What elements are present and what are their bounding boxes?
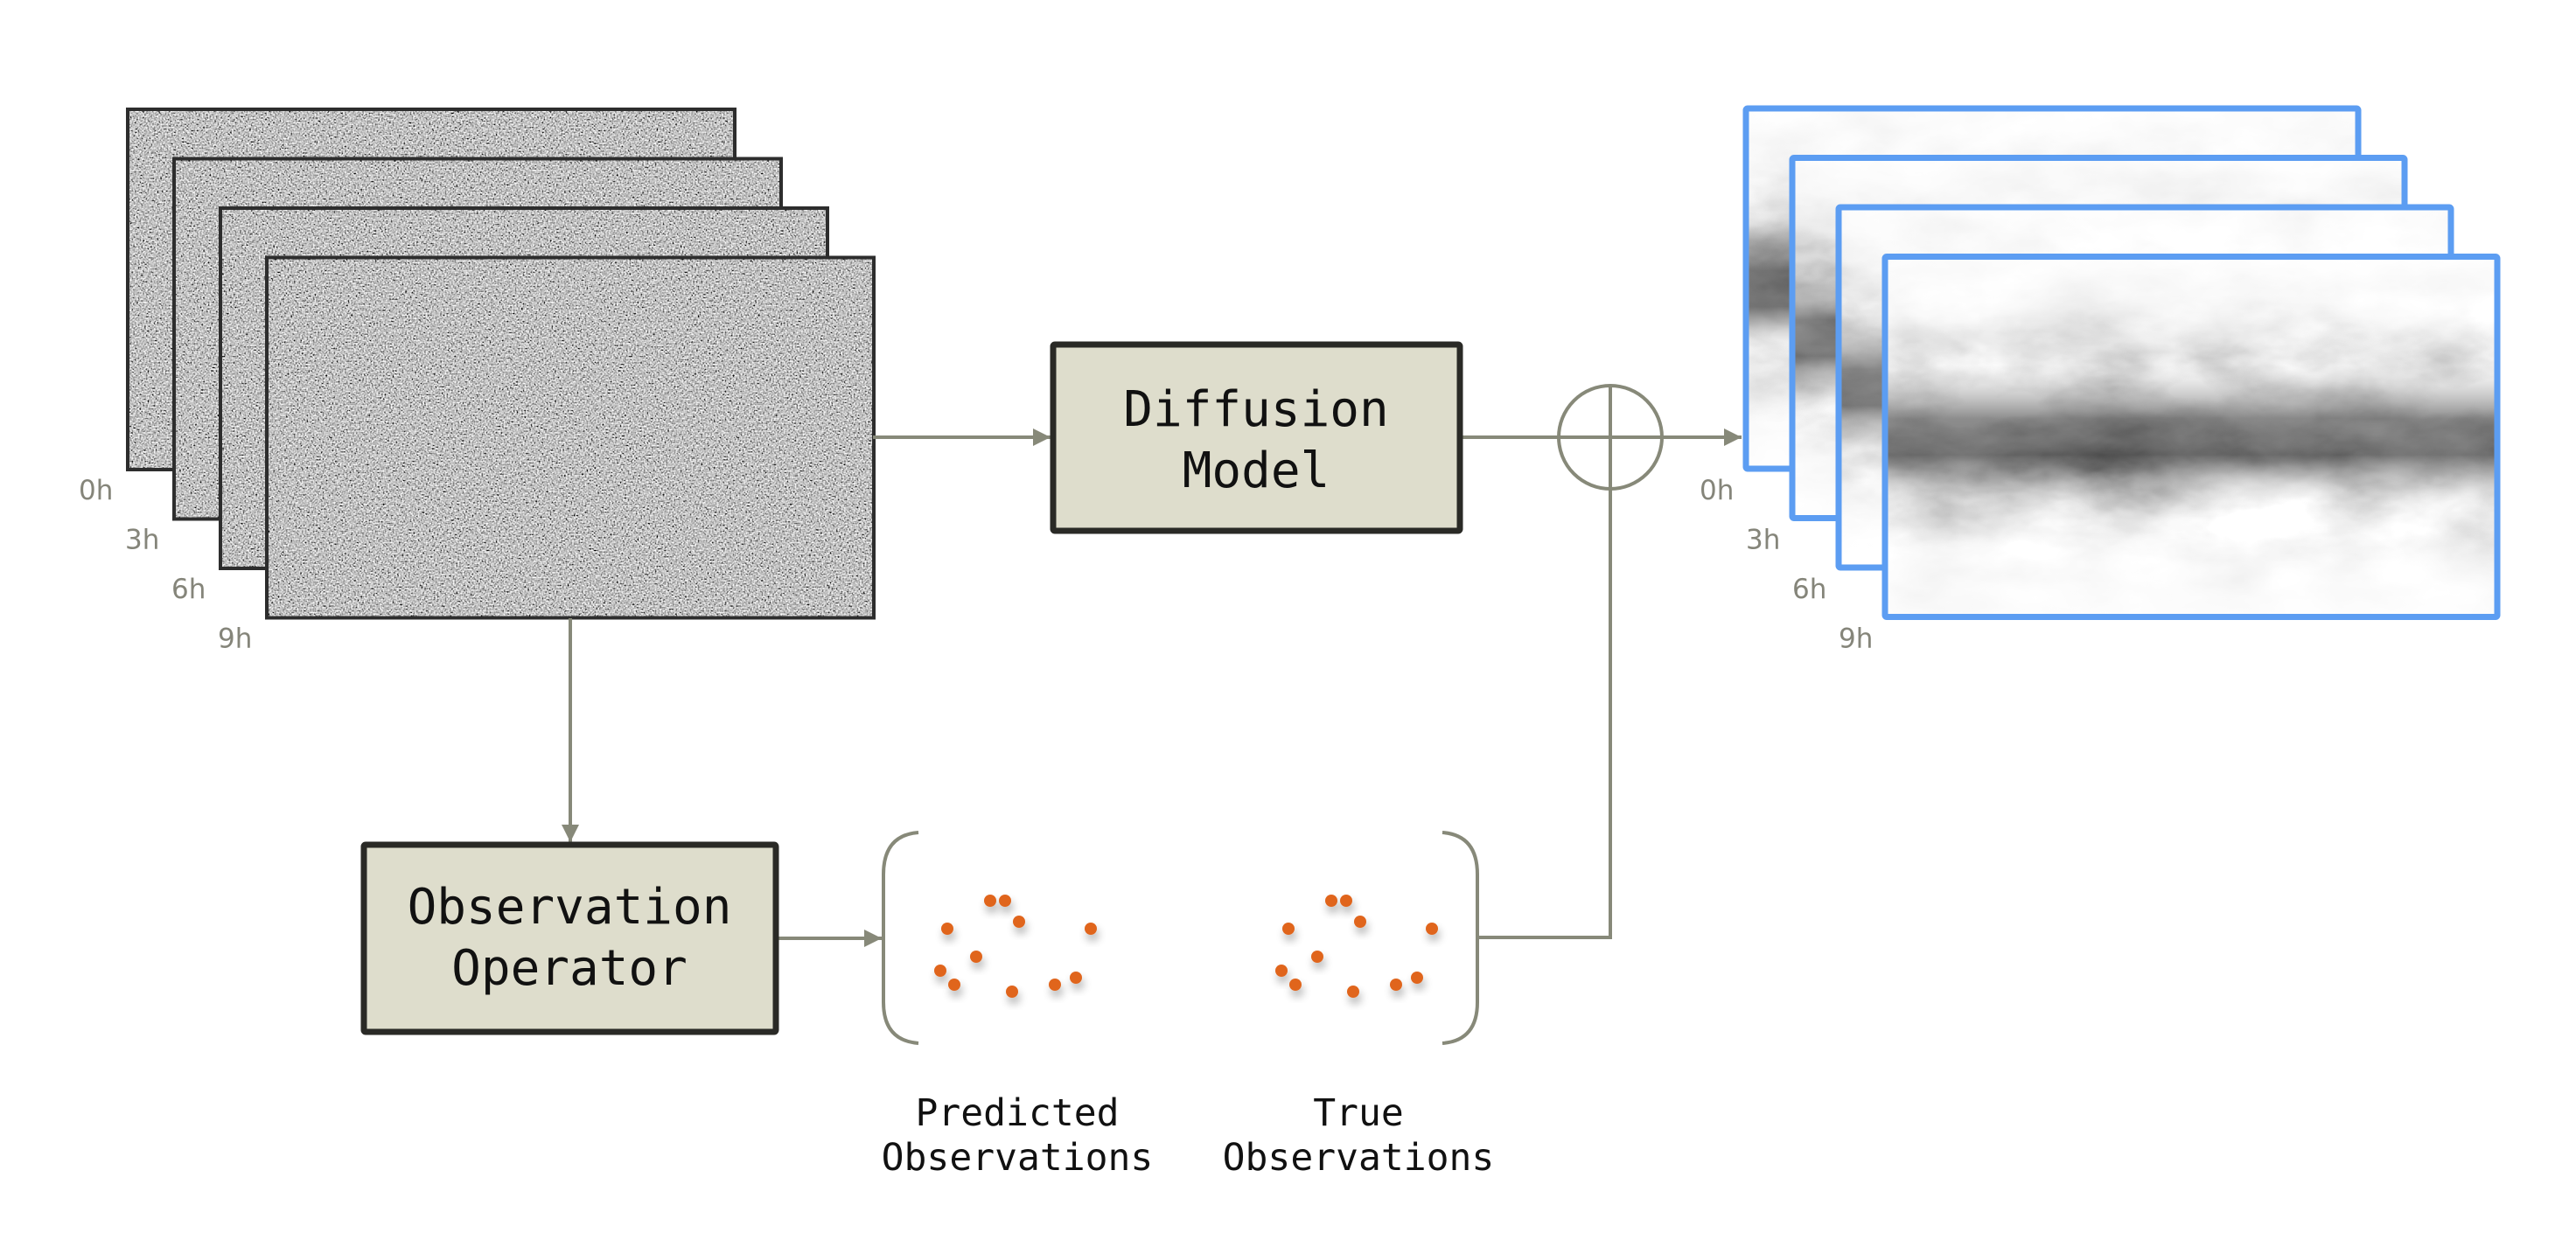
left-bracket xyxy=(882,831,919,1045)
input-time-label-0h: 0h xyxy=(79,475,113,506)
predicted-observation-point xyxy=(948,979,960,991)
diffusion-model-label-line-1: Diffusion xyxy=(1123,381,1388,438)
output-time-label-3h: 3h xyxy=(1746,525,1780,556)
observation-operator-label-line-2: Operator xyxy=(451,940,688,997)
true-observation-point xyxy=(1411,972,1423,984)
true-observations-label-line-1: True xyxy=(1313,1091,1404,1135)
observations-to-combine-connector xyxy=(1477,386,1612,939)
forecast-frame-9h xyxy=(1881,254,2501,620)
input-time-label-3h: 3h xyxy=(125,525,159,556)
combine-node xyxy=(1557,384,1664,491)
true-observation-point xyxy=(1311,951,1323,963)
right-bracket xyxy=(1442,831,1479,1045)
output-forecast-stack xyxy=(1742,105,2501,620)
predicted-observations-points xyxy=(934,895,1097,998)
predicted-observations-label-line-2: Observations xyxy=(882,1136,1154,1180)
predicted-observation-point xyxy=(1013,916,1025,928)
predicted-observation-point xyxy=(970,951,982,963)
predicted-observations-label-line-1: Predicted xyxy=(916,1091,1120,1135)
noise-frame-9h xyxy=(265,255,876,620)
diffusion-model-label-line-2: Model xyxy=(1183,442,1330,499)
predicted-observation-point xyxy=(1085,923,1097,935)
diffusion-model-box: Diffusion Model xyxy=(1050,341,1463,534)
input-time-labels: 0h 3h 6h 9h xyxy=(79,475,252,655)
true-observation-point xyxy=(1390,979,1402,991)
true-observation-point xyxy=(1340,895,1352,907)
predicted-observation-point xyxy=(934,965,946,977)
predicted-observation-point xyxy=(1006,986,1018,998)
true-observations-label-line-2: Observations xyxy=(1223,1136,1495,1180)
input-noise-stack xyxy=(126,108,876,620)
output-time-labels: 0h 3h 6h 9h xyxy=(1700,475,1873,655)
input-time-label-6h: 6h xyxy=(171,574,206,605)
true-observation-point xyxy=(1354,916,1366,928)
true-observation-point xyxy=(1426,923,1438,935)
predicted-observation-point xyxy=(999,895,1011,907)
true-observation-point xyxy=(1282,923,1295,935)
observation-operator-label-line-1: Observation xyxy=(408,879,732,936)
observation-operator-box: Observation Operator xyxy=(360,841,779,1035)
true-observation-point xyxy=(1275,965,1288,977)
true-observation-point xyxy=(1347,986,1359,998)
output-time-label-0h: 0h xyxy=(1700,475,1734,506)
predicted-observation-point xyxy=(984,895,996,907)
output-time-label-6h: 6h xyxy=(1792,574,1826,605)
true-observation-point xyxy=(1325,895,1337,907)
output-time-label-9h: 9h xyxy=(1839,623,1873,655)
predicted-observation-point xyxy=(941,923,953,935)
input-time-label-9h: 9h xyxy=(218,623,252,655)
true-observation-point xyxy=(1289,979,1302,991)
true-observations-points xyxy=(1275,895,1438,998)
predicted-observation-point xyxy=(1049,979,1061,991)
predicted-observation-point xyxy=(1070,972,1082,984)
